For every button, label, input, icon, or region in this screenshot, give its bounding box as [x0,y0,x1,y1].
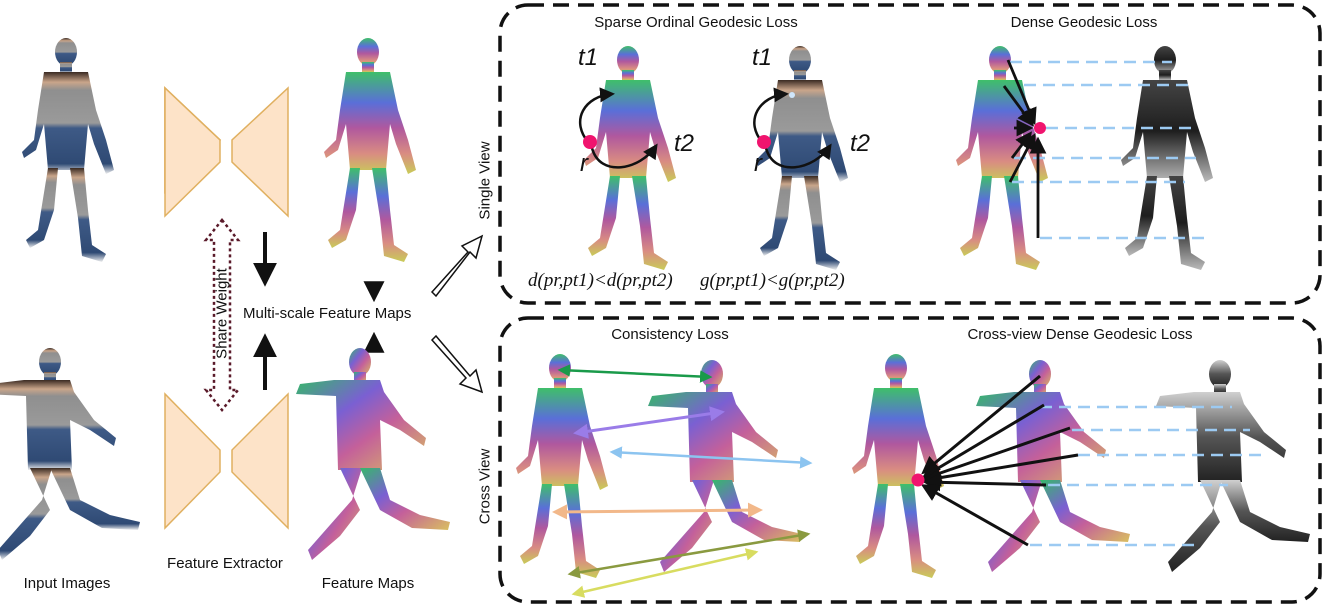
formula-g: g(pr,pt1)<g(pr,pt2) [700,270,845,292]
consistency-figure-left [516,354,608,578]
cross-view-label: Cross View [477,447,494,527]
point-r-left [583,135,597,149]
feature-map-bottom [296,348,450,560]
label-t2-left: t2 [674,130,694,158]
cross-dense-point-r [912,474,925,487]
consistency-arrow-thigh [555,510,760,512]
point-t1-right [789,92,795,98]
label-t1-right: t1 [752,44,772,72]
single-view-label: Single View [477,141,494,221]
feature-extractor-top [165,88,288,216]
dense-loss-title: Dense Geodesic Loss [1011,14,1158,31]
feature-map-top [324,38,416,262]
hollow-arrow-to-cross [432,336,482,392]
cross-dense-lunge-figure [976,360,1130,572]
hollow-arrow-to-single [432,236,482,296]
input-image-bottom [0,348,140,560]
label-r-left: r [580,150,588,178]
share-weight-label: Share Weight [214,254,231,374]
consistency-figure-right [648,360,802,572]
consistency-loss-title: Consistency Loss [611,326,729,343]
label-t1-left: t1 [578,44,598,72]
cross-dense-loss-title: Cross-view Dense Geodesic Loss [967,326,1192,343]
input-image-top [22,38,114,262]
multi-scale-label: Multi-scale Feature Maps [243,305,411,322]
feature-extractor-label: Feature Extractor [167,555,283,572]
label-r-right: r [754,150,762,178]
formula-d: d(pr,pt1)<d(pr,pt2) [528,270,673,292]
input-images-label: Input Images [24,575,111,592]
cross-dense-geodesic-figure [1156,360,1310,572]
consistency-arrow-head [560,370,710,377]
feature-maps-label: Feature Maps [322,575,415,592]
point-r-right [757,135,771,149]
dense-point-r [1034,122,1046,134]
feature-extractor-bottom [165,394,288,528]
label-t2-right: t2 [850,130,870,158]
sparse-loss-title: Sparse Ordinal Geodesic Loss [594,14,797,31]
